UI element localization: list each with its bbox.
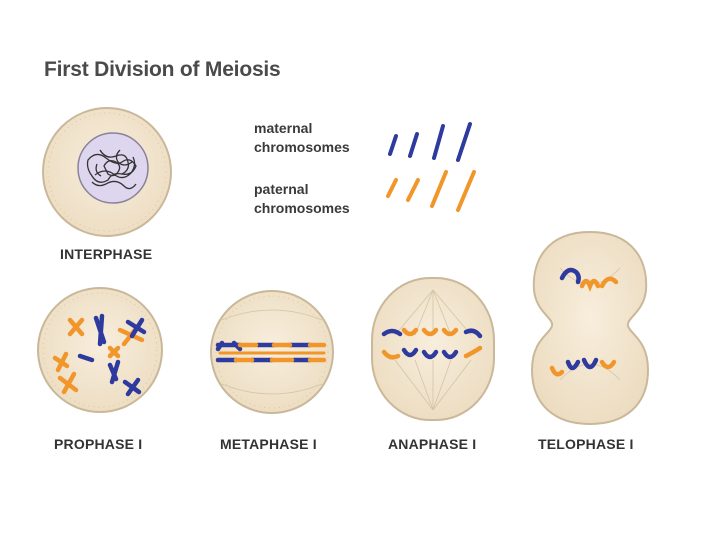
metaphase-label: METAPHASE I (220, 436, 317, 452)
anaphase-label: ANAPHASE I (388, 436, 476, 452)
paternal-legend-swatches (388, 172, 474, 210)
telophase-cell (532, 232, 648, 424)
telophase-label: TELOPHASE I (538, 436, 634, 452)
maternal-legend-swatches (390, 124, 470, 160)
prophase-cell (38, 288, 162, 412)
metaphase-cell (211, 291, 333, 413)
interphase-label: INTERPHASE (60, 246, 152, 262)
prophase-label: PROPHASE I (54, 436, 142, 452)
anaphase-cell (372, 278, 494, 420)
interphase-cell (43, 108, 171, 236)
